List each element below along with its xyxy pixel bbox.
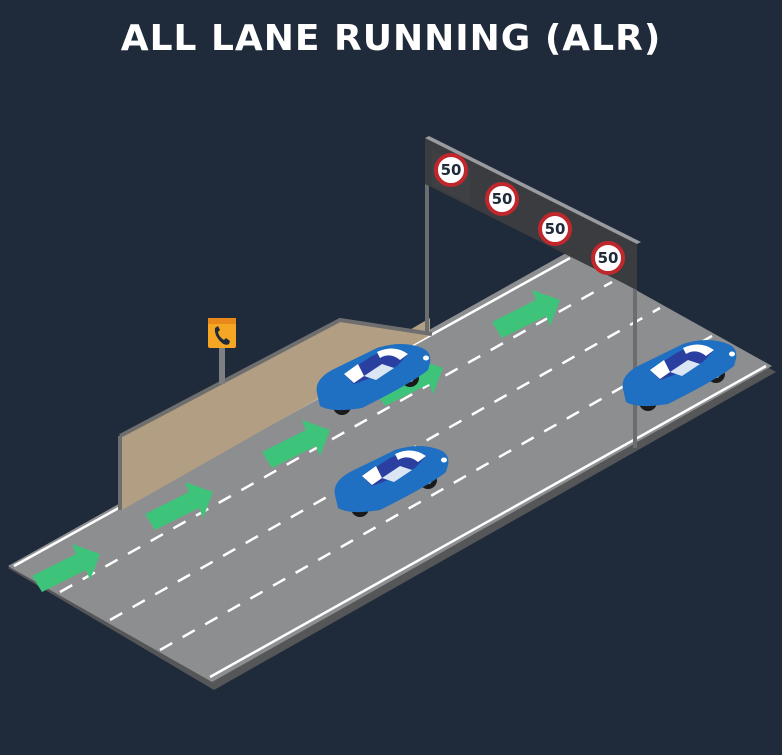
speed-sign-2: 50 — [485, 182, 519, 216]
speed-sign-3: 50 — [538, 212, 572, 246]
emergency-phone — [208, 318, 236, 384]
speed-limit-label: 50 — [545, 220, 566, 238]
speed-sign-1: 50 — [432, 149, 470, 205]
overhead-gantry: 50 50 50 50 — [425, 136, 641, 448]
speed-limit-label: 50 — [492, 190, 513, 208]
speed-limit-label: 50 — [441, 161, 462, 179]
speed-limit-label: 50 — [598, 249, 619, 267]
phone-icon — [214, 326, 230, 345]
speed-sign-4: 50 — [591, 241, 625, 275]
page-title: ALL LANE RUNNING (ALR) — [120, 18, 662, 59]
